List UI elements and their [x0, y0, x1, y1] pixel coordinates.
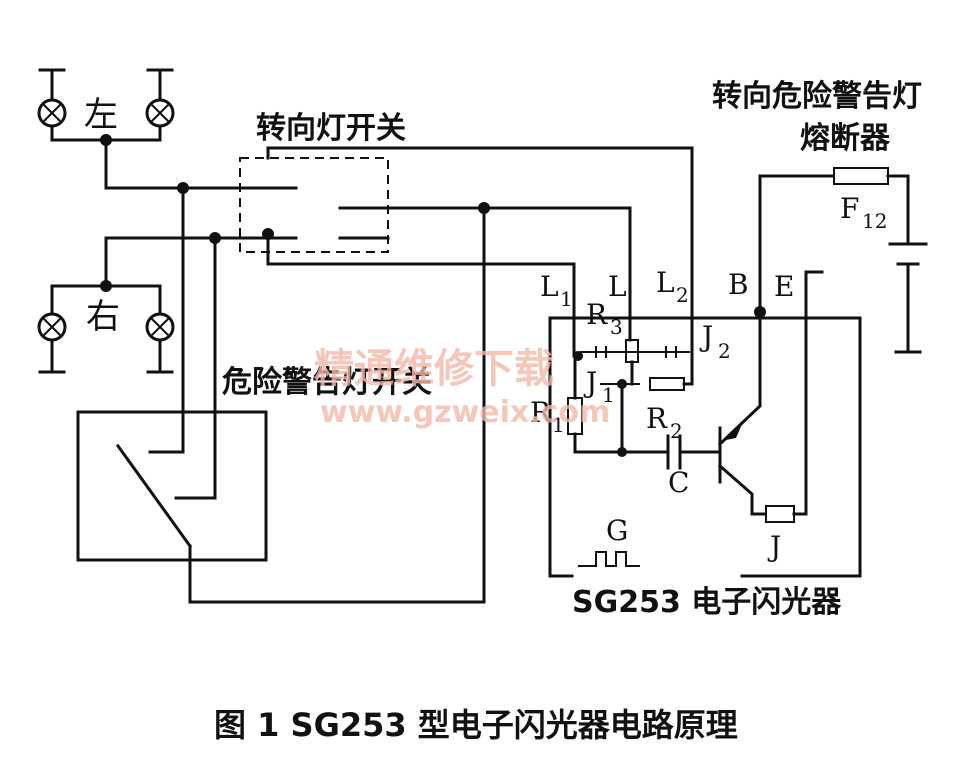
label-J1-sub: 1 — [602, 383, 615, 407]
label-G: G — [606, 514, 628, 547]
hazard-wire-a — [148, 186, 185, 454]
resistor-R2 — [649, 377, 685, 391]
junction-dot — [100, 134, 112, 146]
label-R3: R — [586, 298, 608, 331]
label-L1: L — [540, 270, 559, 303]
watermark-text: 精通维修下载 — [314, 346, 554, 392]
fuse-F12 — [833, 167, 889, 185]
E-wire — [792, 270, 808, 516]
label-R2-sub: 2 — [670, 419, 683, 443]
battery-symbol — [888, 242, 928, 354]
transistor-arrow — [726, 424, 742, 440]
left-lamp-wire — [50, 138, 242, 190]
flasher-left-edge — [548, 316, 574, 578]
label-L1-sub: 1 — [560, 287, 573, 311]
label-fuse-title-1: 转向危险警告灯 — [712, 79, 922, 114]
label-C: C — [668, 466, 689, 499]
hazard-switch-blade — [115, 443, 193, 549]
label-flasher: SG253 电子闪光器 — [572, 585, 842, 620]
wire-L2 — [266, 146, 694, 314]
hazard-wire-b — [174, 236, 217, 500]
R1-leads — [573, 354, 624, 454]
R2-lead — [682, 310, 694, 386]
label-J2-sub: 2 — [718, 339, 731, 363]
label-R1-sub: 1 — [552, 413, 565, 437]
label-J: J — [767, 530, 781, 563]
hazard-switch-box — [76, 410, 268, 562]
capacitor-C — [620, 434, 720, 470]
R3-leads — [628, 316, 634, 386]
right-lamp-wire — [50, 236, 242, 288]
label-F: F — [840, 192, 859, 225]
label-R2: R — [646, 402, 668, 435]
label-L2: L — [656, 266, 675, 299]
label-fuse-title-2: 熔断器 — [800, 121, 891, 156]
label-B: B — [728, 268, 749, 301]
left-lamp-2 — [145, 68, 175, 142]
relay-coil-J — [765, 505, 795, 523]
B-wire — [758, 174, 836, 314]
pulse-symbol — [578, 551, 640, 567]
right-lamp-2 — [145, 284, 175, 374]
label-R1: R — [530, 396, 552, 429]
wire-L — [386, 206, 632, 320]
flasher-top-right-edge — [548, 316, 862, 578]
label-left: 左 — [84, 95, 118, 135]
watermark-url: www.gzweix.com — [320, 395, 610, 430]
transistor-emitter — [717, 463, 768, 516]
turn-switch-box — [239, 157, 389, 253]
label-right: 右 — [86, 297, 120, 337]
label-J1: J — [583, 366, 597, 399]
label-turn-switch: 转向灯开关 — [256, 111, 406, 146]
transistor-collector — [717, 310, 762, 447]
figure-caption: 图 1 SG253 型电子闪光器电路原理 — [214, 706, 738, 744]
label-hazard-switch: 危险警告灯开关 — [222, 365, 432, 400]
label-L: L — [608, 270, 627, 303]
left-lamp-1 — [37, 68, 67, 142]
fuse-to-battery — [886, 174, 910, 246]
L1-inside — [572, 316, 580, 358]
label-R3-sub: 3 — [610, 315, 623, 339]
label-E: E — [774, 270, 794, 303]
junction-dot — [100, 280, 112, 292]
wire-L1 — [266, 232, 576, 320]
right-lamp-1 — [37, 284, 67, 374]
hazard-wire-c — [188, 206, 486, 604]
label-J2: J — [699, 320, 713, 353]
label-F-sub: 12 — [862, 209, 887, 233]
label-L2-sub: 2 — [676, 283, 689, 307]
